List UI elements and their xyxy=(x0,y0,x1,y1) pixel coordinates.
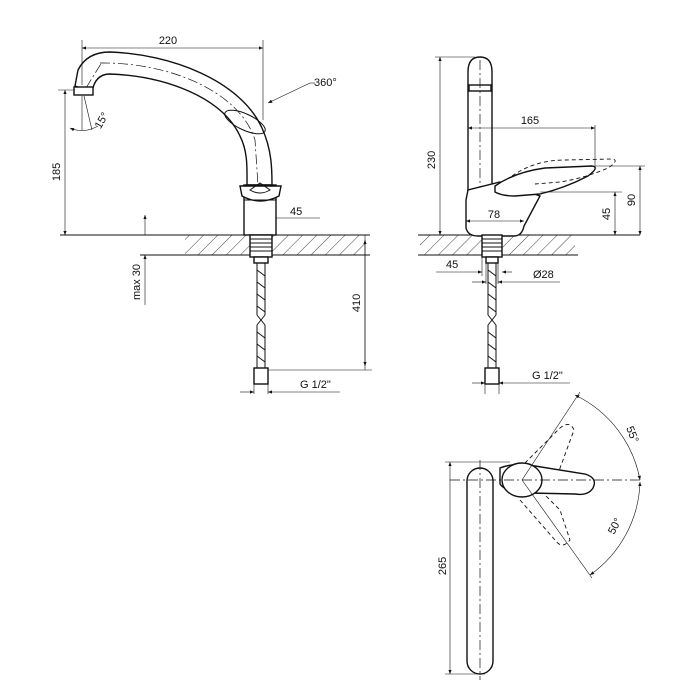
front-shank xyxy=(249,234,273,258)
dim-360: 360° xyxy=(314,77,337,89)
dim-55: 55° xyxy=(623,425,640,445)
top-lever-up xyxy=(509,424,575,491)
dim-165: 165 xyxy=(521,115,539,127)
side-hose xyxy=(484,263,500,385)
dim-230: 230 xyxy=(426,151,438,169)
dim-220: 220 xyxy=(159,35,177,47)
dim-g12-front: G 1/2" xyxy=(300,379,331,391)
dim-45-side-height: 45 xyxy=(601,208,613,220)
dim-90: 90 xyxy=(626,194,638,206)
front-aerator xyxy=(73,86,94,96)
dim-max-30: max 30 xyxy=(131,264,143,300)
rotation-ellipse xyxy=(224,109,266,135)
dim-45-front: 45 xyxy=(290,206,302,218)
dim-185: 185 xyxy=(51,163,63,181)
side-lever-raised xyxy=(511,158,616,185)
top-view: 55° 50° 265 xyxy=(437,391,642,680)
dim-15: 15° xyxy=(93,111,112,131)
front-countertop xyxy=(185,235,365,255)
dim-45-side: 45 xyxy=(446,259,458,271)
front-hose xyxy=(253,263,269,385)
dim-78: 78 xyxy=(488,209,500,221)
dim-g12-side: G 1/2" xyxy=(532,370,563,382)
side-shank xyxy=(481,234,503,258)
side-lever xyxy=(494,165,596,197)
dim-50: 50° xyxy=(606,516,624,536)
dim-265: 265 xyxy=(437,557,449,575)
dim-410: 410 xyxy=(351,294,363,312)
dim-diam-28: Ø28 xyxy=(533,269,554,281)
side-view: 230 165 90 45 78 45 Ø28 G 1/2" xyxy=(418,56,645,394)
top-lever-down xyxy=(519,494,571,546)
front-view: 220 360° 15° 185 45 max 30 410 G 1/2" xyxy=(51,35,372,394)
